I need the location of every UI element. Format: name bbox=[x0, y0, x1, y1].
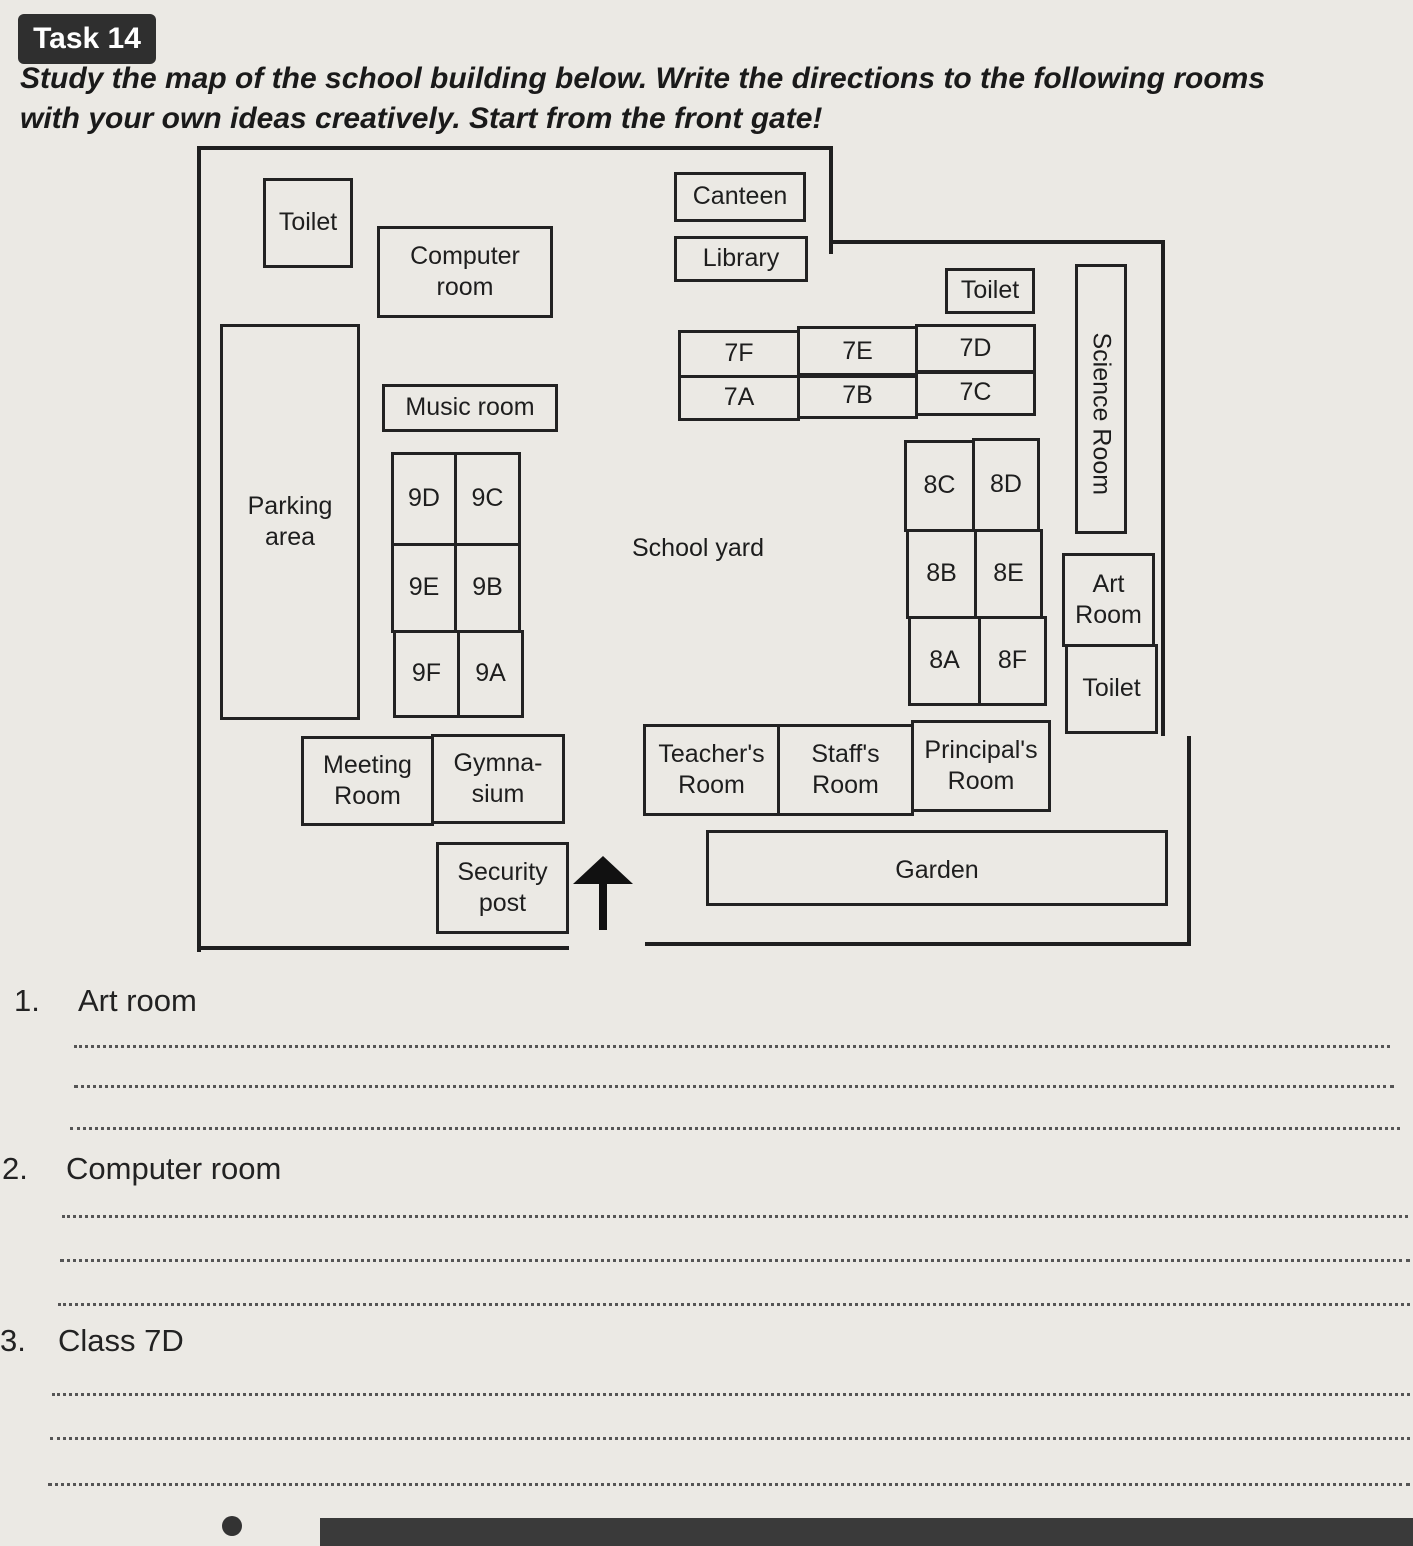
question-2-label: Computer room bbox=[66, 1151, 282, 1186]
class-7E: 7E bbox=[797, 326, 918, 378]
entrance-arrow-shaft bbox=[599, 880, 607, 930]
question-1-number: 1. bbox=[14, 983, 40, 1018]
meeting-room: Meeting Room bbox=[301, 736, 434, 826]
wall-right-lower bbox=[1187, 736, 1191, 946]
answer-line[interactable] bbox=[58, 1303, 1410, 1306]
gymnasium: Gymna- sium bbox=[431, 734, 565, 824]
art-room: Art Room bbox=[1062, 553, 1155, 647]
answer-line[interactable] bbox=[74, 1045, 1390, 1048]
answer-line[interactable] bbox=[50, 1437, 1410, 1440]
answer-line[interactable] bbox=[52, 1393, 1410, 1396]
page-bottom-edge bbox=[320, 1518, 1413, 1546]
class-9E: 9E bbox=[391, 543, 457, 633]
school-yard: School yard bbox=[631, 533, 765, 562]
entrance-arrow-icon bbox=[573, 856, 633, 884]
question-3-number: 3. bbox=[0, 1323, 26, 1358]
task-badge: Task 14 bbox=[18, 14, 156, 64]
wall-top-left bbox=[197, 146, 833, 150]
security-post: Security post bbox=[436, 842, 569, 934]
science-room-box bbox=[1075, 264, 1127, 534]
computer-room: Computer room bbox=[377, 226, 553, 318]
question-3-label: Class 7D bbox=[58, 1323, 184, 1358]
science-room-label: Science Room bbox=[1087, 332, 1116, 496]
wall-bottom-right bbox=[645, 942, 1191, 946]
class-8A: 8A bbox=[908, 616, 981, 706]
question-2-number: 2. bbox=[2, 1151, 28, 1186]
pin-icon bbox=[222, 1516, 242, 1536]
class-8E: 8E bbox=[974, 529, 1043, 619]
garden: Garden bbox=[706, 830, 1168, 906]
instruction-line-1: Study the map of the school building bel… bbox=[20, 62, 1266, 95]
class-9C: 9C bbox=[454, 452, 521, 546]
toilet-top-left: Toilet bbox=[263, 178, 353, 268]
class-9D: 9D bbox=[391, 452, 457, 546]
canteen: Canteen bbox=[674, 172, 806, 222]
class-8C: 8C bbox=[904, 440, 975, 532]
teachers-room: Teacher's Room bbox=[643, 724, 780, 816]
class-8F: 8F bbox=[978, 616, 1047, 706]
music-room: Music room bbox=[382, 384, 558, 432]
class-9B: 9B bbox=[454, 543, 521, 633]
wall-left bbox=[197, 146, 201, 952]
class-7A: 7A bbox=[678, 375, 800, 421]
wall-bottom-left bbox=[197, 946, 569, 950]
answer-line[interactable] bbox=[70, 1127, 1400, 1130]
staffs-room: Staff's Room bbox=[777, 724, 914, 816]
class-8B: 8B bbox=[906, 529, 977, 619]
toilet-right: Toilet bbox=[1065, 644, 1158, 734]
class-9A: 9A bbox=[457, 630, 524, 718]
class-7D: 7D bbox=[915, 324, 1036, 374]
parking-area: Parking area bbox=[220, 324, 360, 720]
question-1-label: Art room bbox=[78, 983, 197, 1018]
school-map: Toilet Canteen Computer room Library Toi… bbox=[197, 146, 1191, 952]
toilet-top-right: Toilet bbox=[945, 268, 1035, 314]
instruction-line-2: with your own ideas creatively. Start fr… bbox=[20, 102, 823, 135]
class-8D: 8D bbox=[972, 438, 1040, 532]
class-9F: 9F bbox=[393, 630, 460, 718]
wall-step-vertical bbox=[829, 146, 833, 254]
class-7C: 7C bbox=[915, 370, 1036, 416]
answer-line[interactable] bbox=[60, 1259, 1410, 1262]
wall-right bbox=[1161, 240, 1165, 736]
answer-line[interactable] bbox=[62, 1215, 1408, 1218]
questions-section: 1. Art room 2. Computer room 3. Class 7D bbox=[0, 975, 1413, 1515]
principals-room: Principal's Room bbox=[911, 720, 1051, 812]
library: Library bbox=[674, 236, 808, 282]
wall-top-right bbox=[829, 240, 1165, 244]
answer-line[interactable] bbox=[48, 1483, 1410, 1486]
class-7F: 7F bbox=[678, 330, 800, 378]
answer-line[interactable] bbox=[74, 1085, 1394, 1088]
class-7B: 7B bbox=[797, 373, 918, 419]
